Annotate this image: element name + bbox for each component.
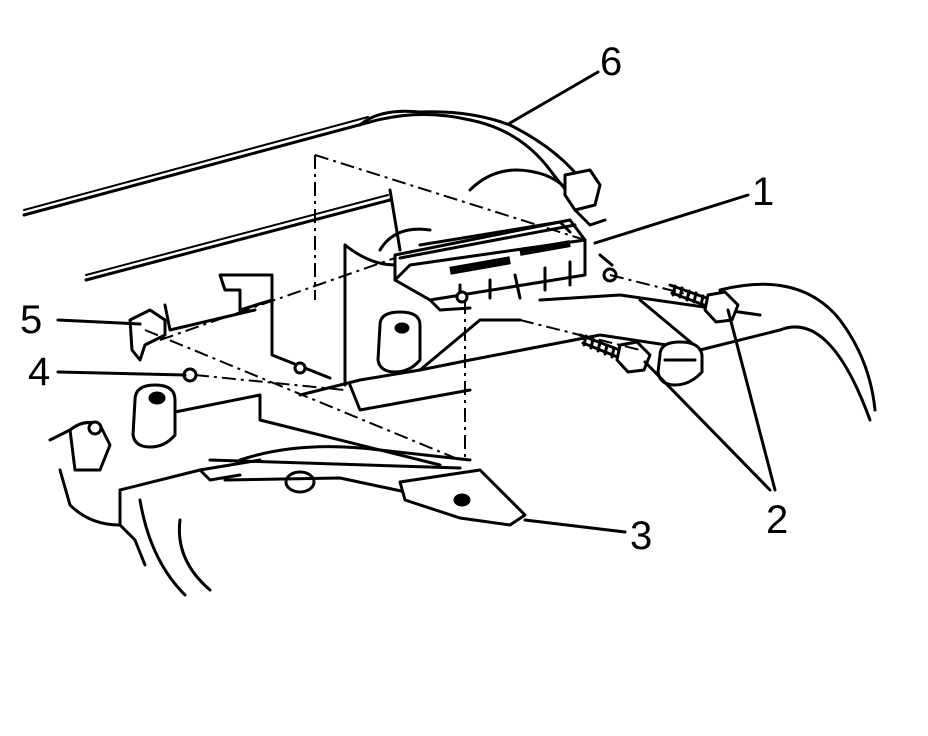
coil-towers <box>131 310 704 449</box>
ignition-module <box>393 218 587 312</box>
engine-cover <box>22 109 587 282</box>
bolt-lower <box>578 333 652 374</box>
studs <box>87 253 618 436</box>
callout-3: 3 <box>630 514 653 558</box>
callout-5: 5 <box>20 298 43 342</box>
callout-1: 1 <box>752 170 775 214</box>
callout-2: 2 <box>766 498 789 542</box>
alignment-lines <box>144 154 691 462</box>
leader-lines <box>56 70 777 534</box>
callout-6: 6 <box>600 40 623 84</box>
wiring-harness <box>468 118 607 227</box>
front-housing <box>58 420 527 597</box>
callout-4: 4 <box>28 350 51 394</box>
intake-manifold <box>48 273 877 467</box>
bracket-plate <box>128 243 397 387</box>
